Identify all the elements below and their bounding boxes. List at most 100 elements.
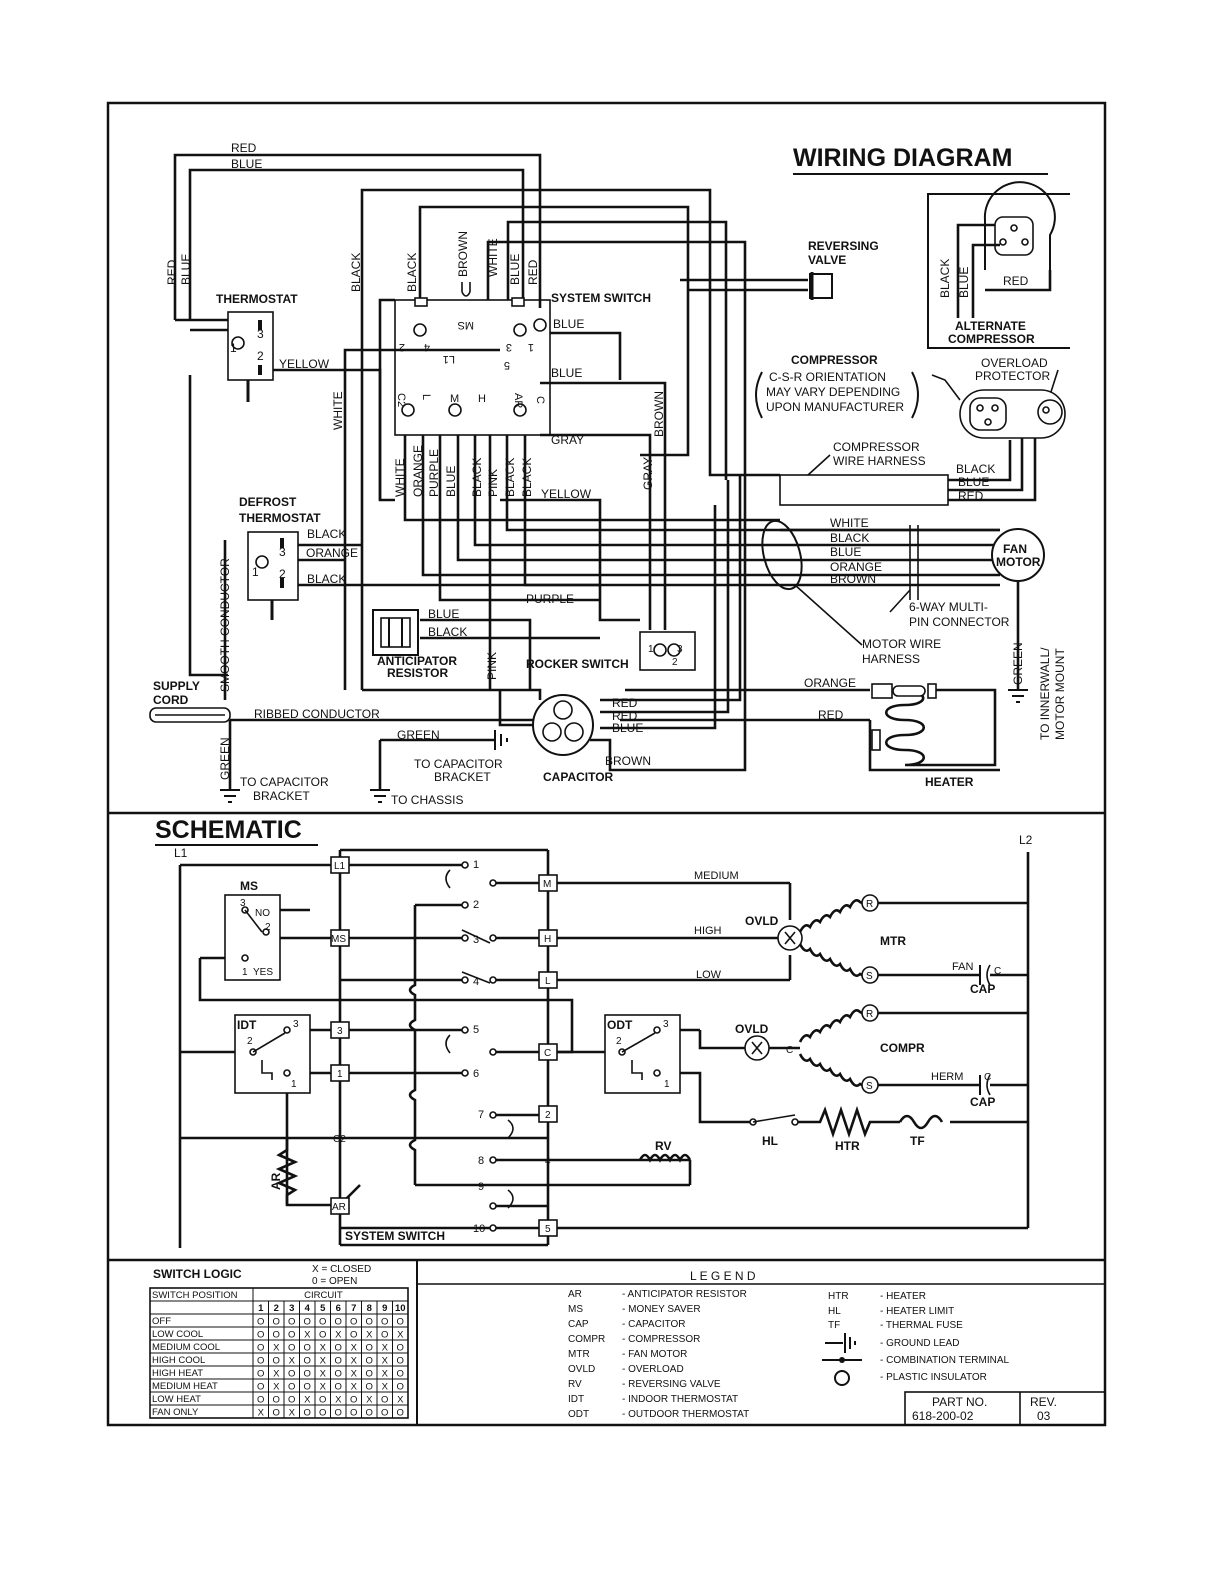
- htr-label: HTR: [835, 1139, 860, 1153]
- ground-symbol: [220, 789, 240, 803]
- table-cell: X: [382, 1382, 389, 1393]
- table-cell: O: [335, 1317, 342, 1328]
- anticipator-black-label: BLACK: [428, 625, 467, 639]
- anticipator-resistor: [372, 609, 419, 656]
- compressor-label: COMPRESSOR: [791, 353, 878, 367]
- fan-white-label: WHITE: [830, 516, 869, 530]
- leader-line: [807, 454, 831, 476]
- schematic-terminals: [330, 856, 558, 1237]
- switch-contact-3: 3: [473, 934, 479, 946]
- anticipator-label: ANTICIPATOR: [377, 654, 457, 668]
- fan-cap-c-label: C: [994, 966, 1001, 977]
- thermostat-terminal-1: 1: [230, 341, 237, 355]
- herm-cap-label: CAP: [970, 1095, 995, 1109]
- table-row-name: HIGH COOL: [152, 1355, 205, 1366]
- table-cell: O: [335, 1408, 342, 1419]
- terminal-ms: MS: [331, 934, 346, 945]
- to-cap-bracket-label-2: BRACKET: [434, 770, 491, 784]
- heater-circuit: [749, 1105, 944, 1139]
- table-cell: X: [320, 1343, 327, 1354]
- table-cell: X: [273, 1369, 280, 1380]
- alt-black-label: BLACK: [938, 259, 952, 298]
- capacitor-green-label: GREEN: [397, 728, 440, 742]
- system-switch-terminal-3: 3: [506, 341, 512, 353]
- legend-desc: - HEATER: [880, 1291, 926, 1302]
- table-cell: X: [351, 1343, 358, 1354]
- system-switch-l-label: L: [420, 394, 432, 400]
- system-switch-contacts: [445, 861, 514, 1232]
- table-cell: O: [257, 1395, 264, 1406]
- supply-cord: [149, 707, 231, 723]
- green-wire-label: GREEN: [218, 737, 232, 780]
- mtr-s-label: S: [866, 971, 873, 982]
- white-wire-label-2: WHITE: [486, 238, 500, 277]
- switch-logic-title: SWITCH LOGIC: [153, 1267, 242, 1281]
- table-cell: O: [350, 1317, 357, 1328]
- capacitor-red-label-2: RED: [612, 709, 638, 723]
- terminal-ar: AR: [332, 1202, 346, 1213]
- table-cell: O: [288, 1317, 295, 1328]
- table-cell: O: [257, 1343, 264, 1354]
- legend-desc: - COMBINATION TERMINAL: [880, 1355, 1010, 1366]
- capacitor-red-label: RED: [612, 696, 638, 710]
- part-number-label: PART NO.: [932, 1395, 987, 1409]
- table-cell: O: [381, 1330, 388, 1341]
- table-cell: X: [397, 1395, 404, 1406]
- switch-contact-4: 4: [473, 976, 479, 988]
- table-cell: O: [273, 1408, 280, 1419]
- blue-wire-label-2: BLUE: [508, 254, 522, 285]
- ms-label: MS: [240, 879, 258, 893]
- mtr-label: MTR: [880, 934, 906, 948]
- fan-motor-label: FAN: [1003, 542, 1027, 556]
- system-switch-blue-label: BLUE: [553, 317, 584, 331]
- table-cell: O: [366, 1317, 373, 1328]
- system-switch-c-label: C: [534, 396, 546, 404]
- compr-c-label: C: [786, 1045, 793, 1056]
- motor-harness-label: MOTOR WIRE: [862, 637, 941, 651]
- herm-c-label: C: [984, 1072, 991, 1083]
- terminal-l: L: [545, 976, 551, 987]
- thermostat-terminal-3: 3: [257, 327, 264, 341]
- wiring-wires: [173, 153, 1037, 790]
- part-number-box: [904, 1391, 1106, 1426]
- compressor-schematic: [744, 1004, 991, 1096]
- schematic-system-switch-label: SYSTEM SWITCH: [345, 1229, 445, 1243]
- open-key: 0 = OPEN: [312, 1276, 357, 1287]
- system-switch-block: [401, 282, 547, 417]
- ms-no-label: NO: [255, 908, 270, 919]
- legend-abbr: CAP: [568, 1319, 589, 1330]
- terminal-l1: L1: [334, 861, 346, 872]
- harness-blue-label: BLUE: [958, 475, 989, 489]
- heater-red-label: RED: [818, 708, 844, 722]
- anticipator-resistor-schematic: [275, 1138, 299, 1205]
- compr-label: COMPR: [880, 1041, 925, 1055]
- legend-abbr: MS: [568, 1304, 583, 1315]
- table-cell: O: [304, 1317, 311, 1328]
- high-label: HIGH: [694, 925, 722, 937]
- black-wire-label-2: BLACK: [405, 253, 419, 292]
- legend-desc: - CAPACITOR: [622, 1319, 686, 1330]
- table-cell: O: [350, 1330, 357, 1341]
- table-cell: O: [257, 1317, 264, 1328]
- gray-vertical-label: GRAY: [641, 457, 655, 490]
- compressor-terminals: [931, 369, 1066, 439]
- table-circuit-number: 5: [320, 1303, 326, 1314]
- table-cell: O: [335, 1356, 342, 1367]
- capacitor-brown-label: BROWN: [605, 754, 651, 768]
- supply-cord-label: SUPPLY: [153, 679, 200, 693]
- defrost-label-2: THERMOSTAT: [239, 511, 321, 525]
- switch-contact-10: 10: [473, 1223, 485, 1235]
- innerwall-label: TO INNERWALL/: [1038, 647, 1052, 740]
- table-cell: X: [320, 1369, 327, 1380]
- purple-wire-label: PURPLE: [526, 592, 574, 606]
- defrost-black-label: BLACK: [307, 527, 346, 541]
- odt-label: ODT: [607, 1018, 633, 1032]
- fan-black-label: BLACK: [830, 531, 869, 545]
- table-circuit-number: 7: [351, 1303, 356, 1314]
- table-cell: O: [381, 1408, 388, 1419]
- csr-note-3: UPON MANUFACTURER: [766, 400, 904, 414]
- table-cell: O: [366, 1382, 373, 1393]
